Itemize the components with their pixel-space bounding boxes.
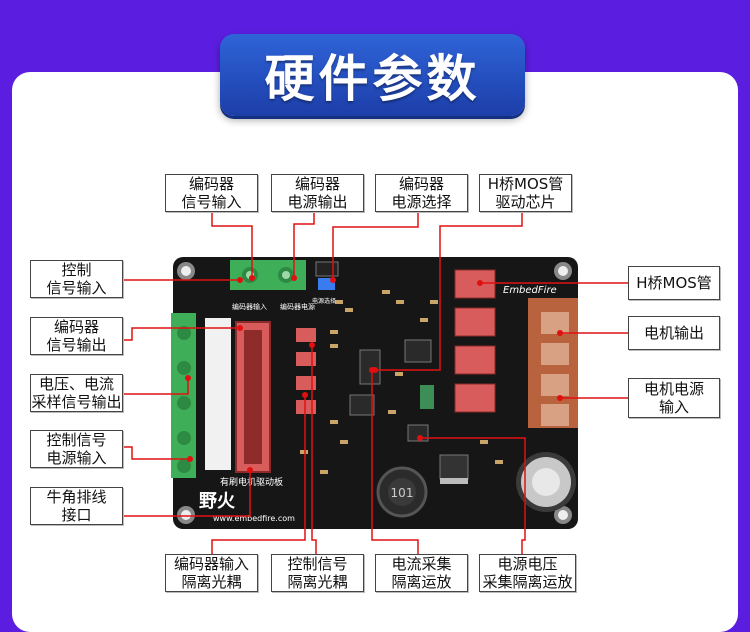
encoder-input-silkscreen: 编码器输入 <box>232 302 267 311</box>
label-encoder-power-select: 编码器 电源选择 <box>375 174 468 212</box>
label-hbridge-mos: H桥MOS管 <box>628 266 720 300</box>
label-encoder-signal-input: 编码器 信号输入 <box>165 174 258 212</box>
label-hbridge-driver-chip: H桥MOS管 驱动芯片 <box>479 174 572 212</box>
left-terminal-block <box>171 313 196 478</box>
driver-chip <box>359 349 381 385</box>
label-encoder-power-output: 编码器 电源输出 <box>271 174 364 212</box>
board-illustration: 101 EmbedFire 野火 www.embedfire.com 有刷电机驱… <box>123 212 628 554</box>
encoder-power-silkscreen: 编码器电源 <box>280 302 315 311</box>
power-inductor: 101 <box>376 466 428 518</box>
label-ox-horn-header: 牛角排线 接口 <box>30 487 123 525</box>
label-control-power-input: 控制信号 电源输入 <box>30 430 123 468</box>
page-title: 硬件参数 <box>264 50 481 108</box>
label-control-signal-input: 控制 信号输入 <box>30 260 123 298</box>
label-motor-power-input: 电机电源 输入 <box>628 378 720 418</box>
h-bridge-mosfets <box>454 269 496 413</box>
ox-horn-header <box>235 321 271 473</box>
optocoupler-array <box>296 328 316 414</box>
motor-terminal-block <box>528 298 578 428</box>
label-current-sampling-amp: 电流采集 隔离运放 <box>375 554 468 592</box>
smd-components <box>300 290 503 474</box>
power-select-silkscreen: 电源选择 <box>312 297 336 305</box>
leader-dots <box>185 275 563 473</box>
title-banner: 硬件参数 <box>220 34 525 116</box>
label-encoder-signal-output: 编码器 信号输出 <box>30 317 123 355</box>
leader-lines <box>123 212 628 554</box>
label-control-signal-optocoupler: 控制信号 隔离光耦 <box>271 554 364 592</box>
svg-text:101: 101 <box>391 486 414 500</box>
title-silkscreen: 有刷电机驱动板 <box>220 476 283 488</box>
label-voltage-sampling-amp: 电源电压 采集隔离运放 <box>479 554 576 592</box>
electrolytic-capacitor <box>516 452 576 512</box>
mounting-holes <box>177 262 572 524</box>
website-silkscreen: www.embedfire.com <box>213 514 295 523</box>
label-vi-sampling-output: 电压、电流 采样信号输出 <box>30 374 123 412</box>
logo-silkscreen: 野火 <box>199 491 236 512</box>
label-encoder-input-optocoupler: 编码器输入 隔离光耦 <box>165 554 258 592</box>
brand-silkscreen: EmbedFire <box>503 285 557 296</box>
label-motor-output: 电机输出 <box>628 316 720 350</box>
